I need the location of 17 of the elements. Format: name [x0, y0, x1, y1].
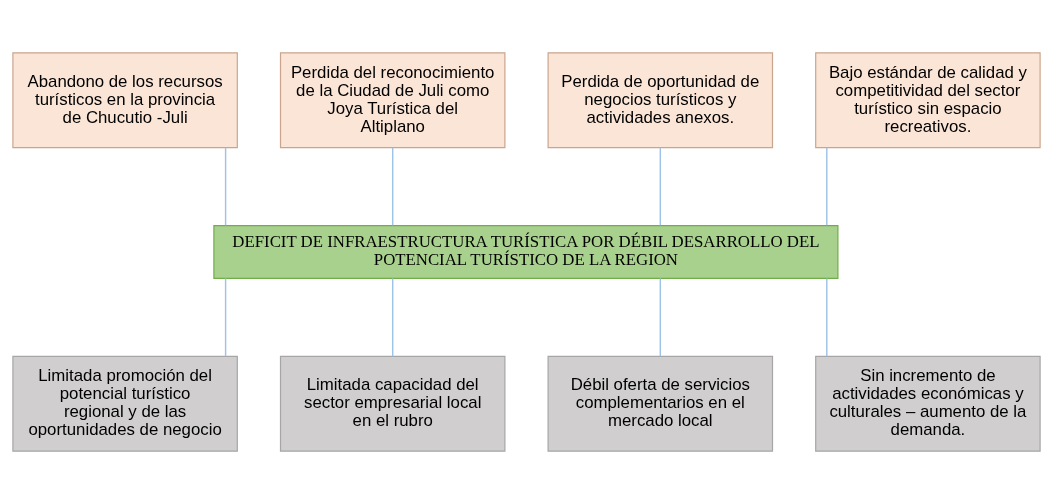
connector [224, 147, 227, 227]
connector [659, 277, 661, 357]
node-box: Débil oferta de servicios complementarios en el mercado local [547, 355, 774, 452]
node-box: Sin incremento de actividades económicas y culturales – aumento de la demanda. [815, 355, 1041, 452]
connector [826, 277, 828, 357]
connector [391, 147, 394, 227]
node-box: Limitada promoción del potencial turístico regional y de las oportunidades de negocio [12, 355, 238, 452]
node-box: Perdida del reconocimiento de la Ciudad de Juli como Joya Turística del Altiplano [279, 52, 506, 149]
connector [826, 147, 828, 227]
connector [659, 147, 661, 227]
node-box: Perdida de oportunidad de negocios turísticos y actividades anexos. [547, 52, 774, 149]
node-box: DEFICIT DE INFRAESTRUCTURA TURÍSTICA POR DÉBIL DESARROLLO DEL POTENCIAL TURÍSTICO DE LA REGION [213, 225, 839, 279]
node-box: Abandono de los recursos turísticos en la provincia de Chucutio -Juli [12, 52, 238, 149]
node-box: Bajo estándar de calidad y competitividad del sector turístico sin espacio recreativos. [815, 52, 1041, 149]
connector [224, 277, 227, 357]
connector [391, 277, 394, 357]
node-box: Limitada capacidad del sector empresarial local en el rubro [279, 355, 506, 452]
